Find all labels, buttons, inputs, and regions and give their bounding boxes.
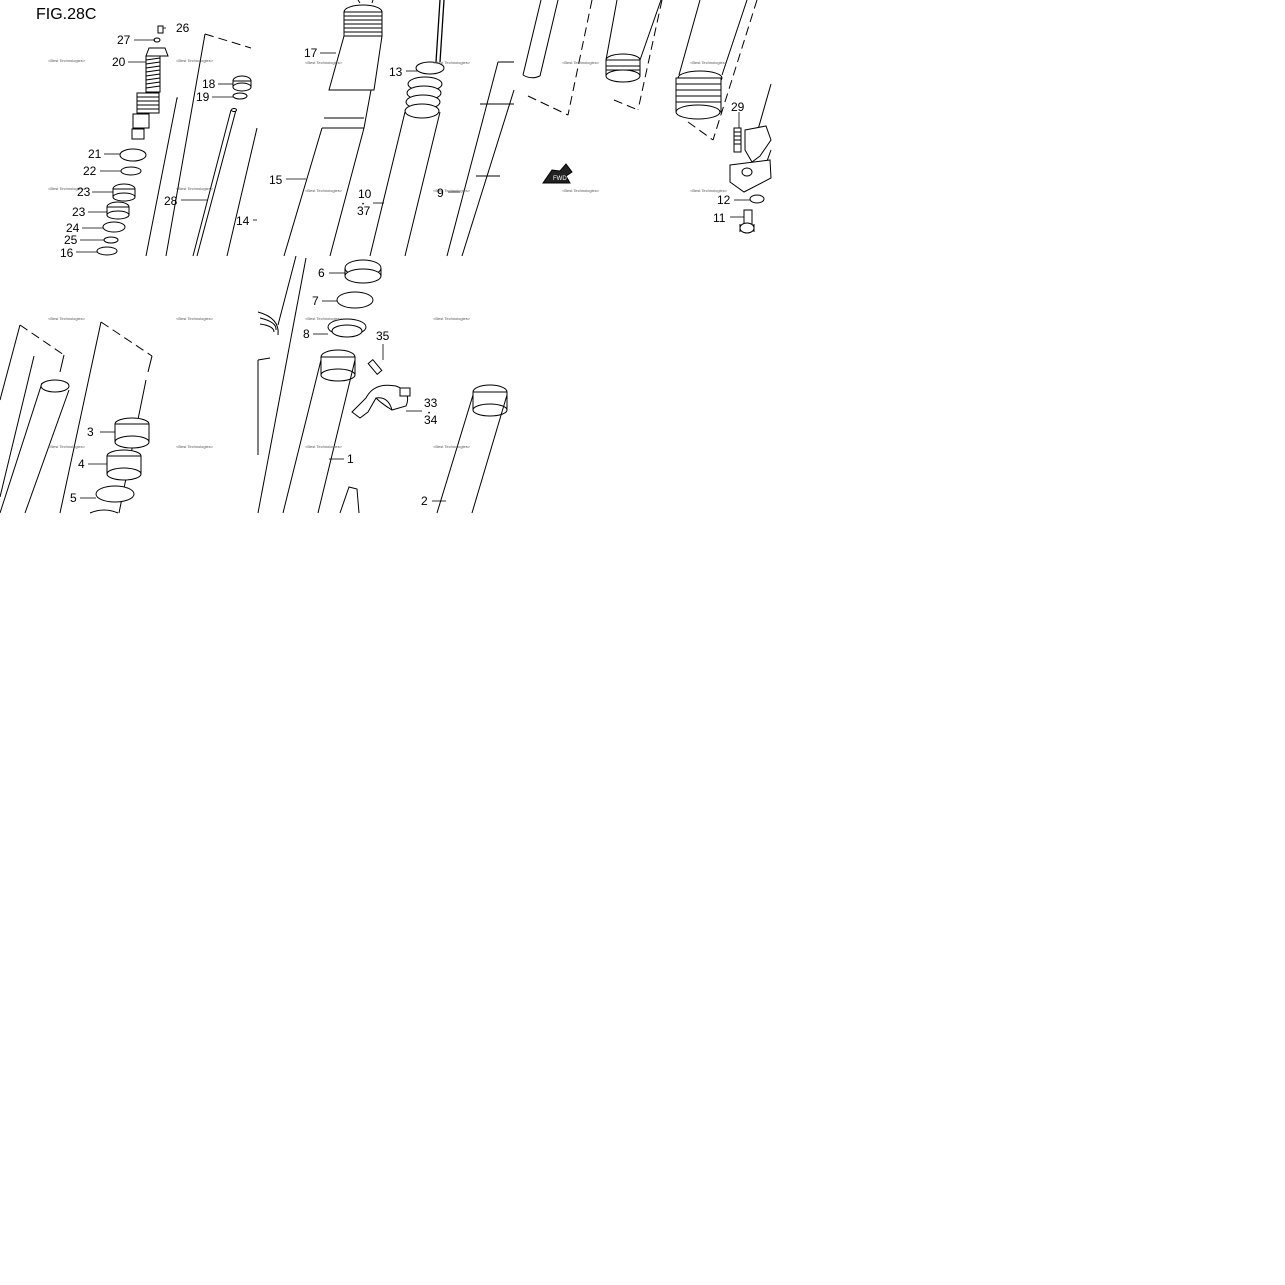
callout-1: 1 [347, 452, 354, 466]
watermark: <Best Technologies> [433, 316, 471, 321]
fork-seals-and-inner-tubes [257, 255, 508, 514]
watermark: <Best Technologies> [305, 444, 343, 449]
callout-24: 24 [66, 221, 80, 235]
callout-18: 18 [202, 77, 216, 91]
watermark: <Best Technologies> [48, 186, 86, 191]
callout-22: 22 [83, 164, 97, 178]
fork-clamp [351, 359, 411, 419]
callout-14: 14 [236, 214, 250, 228]
watermark: <Best Technologies> [433, 60, 471, 65]
callout-labels: 26 27 20 18 19 21 22 23 23 24 25 16 28 1… [60, 21, 745, 508]
callout-29: 29 [731, 100, 745, 114]
fwd-label: FWD [553, 176, 567, 182]
damper-tube-outline [145, 33, 258, 257]
fwd-arrow: FWD [542, 163, 573, 184]
figure-title: FIG.28C [36, 6, 97, 23]
callout-5: 5 [70, 491, 77, 505]
watermark: <Best Technologies> [176, 186, 214, 191]
callout-26: 26 [176, 21, 190, 35]
callout-37: 37 [357, 204, 371, 218]
watermark: <Best Technologies> [176, 316, 214, 321]
callout-8: 8 [303, 327, 310, 341]
callout-7: 7 [312, 294, 319, 308]
callout-separator-dot: • [428, 411, 430, 417]
fork-spring [369, 61, 515, 257]
callout-separator-dot: • [362, 202, 364, 208]
watermark: <Best Technologies> [48, 316, 86, 321]
damper-cylinder [283, 0, 445, 257]
callout-12: 12 [717, 193, 731, 207]
watermark: <Best Technologies> [305, 188, 343, 193]
watermark: <Best Technologies> [305, 316, 343, 321]
callout-25: 25 [64, 233, 78, 247]
seal-rings-stack [96, 148, 147, 256]
callout-9: 9 [437, 186, 444, 200]
callout-20: 20 [112, 55, 126, 69]
callout-3: 3 [87, 425, 94, 439]
callout-34: 34 [424, 413, 438, 427]
callout-19: 19 [196, 90, 210, 104]
watermark: <Best Technologies> [690, 188, 728, 193]
callout-23: 23 [72, 205, 86, 219]
watermark: <Best Technologies> [690, 60, 728, 65]
callout-21: 21 [88, 147, 102, 161]
watermark: <Best Technologies> [305, 60, 343, 65]
watermark: <Best Technologies> [562, 188, 600, 193]
callout-10: 10 [358, 187, 372, 201]
callout-11: 11 [713, 211, 726, 225]
watermark: <Best Technologies> [48, 58, 86, 63]
callout-4: 4 [78, 457, 85, 471]
callout-27: 27 [117, 33, 131, 47]
callout-33: 33 [424, 396, 438, 410]
watermark: <Best Technologies> [562, 60, 600, 65]
callout-2: 2 [421, 494, 428, 508]
watermark: <Best Technologies> [176, 58, 214, 63]
callout-15: 15 [269, 173, 283, 187]
callout-17: 17 [304, 46, 318, 60]
damper-rod-assembly [131, 25, 169, 140]
callout-28: 28 [164, 194, 178, 208]
callout-16: 16 [60, 246, 74, 260]
callout-23: 23 [77, 185, 91, 199]
callout-6: 6 [318, 266, 325, 280]
outer-tube-upper [522, 0, 758, 141]
callout-35: 35 [376, 329, 390, 343]
lower-bushings [0, 321, 153, 514]
watermark: <Best Technologies> [433, 188, 471, 193]
watermark: <Best Technologies> [176, 444, 214, 449]
axle-holder [729, 83, 772, 234]
watermark: <Best Technologies> [433, 444, 471, 449]
callout-13: 13 [389, 65, 403, 79]
watermarks: <Best Technologies> <Best Technologies> … [48, 58, 728, 449]
watermark: <Best Technologies> [48, 444, 86, 449]
callout-leaders [76, 27, 750, 502]
